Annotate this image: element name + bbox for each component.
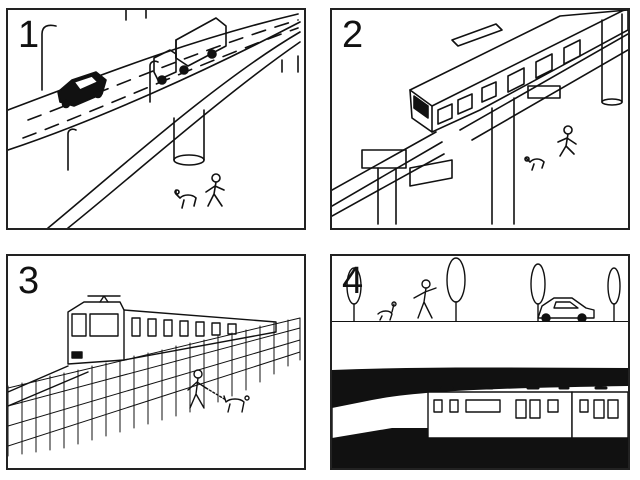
panel-2-elevated-monorail: 2: [330, 8, 630, 230]
truck: [153, 17, 227, 85]
roof-unit: [451, 23, 503, 47]
car: [57, 71, 107, 109]
panel-number: 1: [18, 14, 40, 56]
road-underside-2: [67, 41, 301, 228]
underground-illustration: [332, 257, 628, 468]
panel-4-underground-railway: 4: [330, 254, 630, 470]
trees: [346, 257, 621, 323]
ground-railway-illustration: [8, 295, 301, 457]
panel-number: 2: [342, 14, 364, 56]
road-edge-far: [8, 13, 299, 111]
dog: [377, 301, 397, 321]
pantograph: [87, 295, 121, 303]
train: [67, 295, 277, 365]
fence: [8, 317, 301, 457]
car: [537, 297, 595, 323]
pillars: [125, 10, 299, 166]
panel-1-elevated-highway: 1: [6, 8, 306, 230]
leash: [205, 387, 227, 401]
tunnel-ceiling: [332, 367, 628, 408]
pedestrian: [205, 173, 225, 207]
dog: [223, 395, 250, 413]
road-edge-near: [8, 21, 301, 151]
road-underside: [47, 31, 301, 228]
guideway-rails: [332, 131, 445, 217]
subway-train: [427, 386, 628, 439]
street-lamp: [41, 24, 57, 91]
street-lamp: [67, 128, 77, 171]
panel-number: 3: [18, 260, 40, 302]
pillars: [361, 13, 623, 225]
dog: [524, 156, 545, 171]
panel-3-ground-railway: 3: [6, 254, 306, 470]
pedestrian: [557, 125, 577, 157]
monorail-train: [409, 10, 628, 133]
dog: [174, 189, 197, 209]
tracks: [8, 365, 89, 407]
pedestrian: [413, 279, 437, 319]
street-lamp: [149, 60, 159, 103]
highway-illustration: [8, 10, 301, 228]
pedestrian: [187, 369, 207, 409]
monorail-illustration: [332, 10, 628, 225]
